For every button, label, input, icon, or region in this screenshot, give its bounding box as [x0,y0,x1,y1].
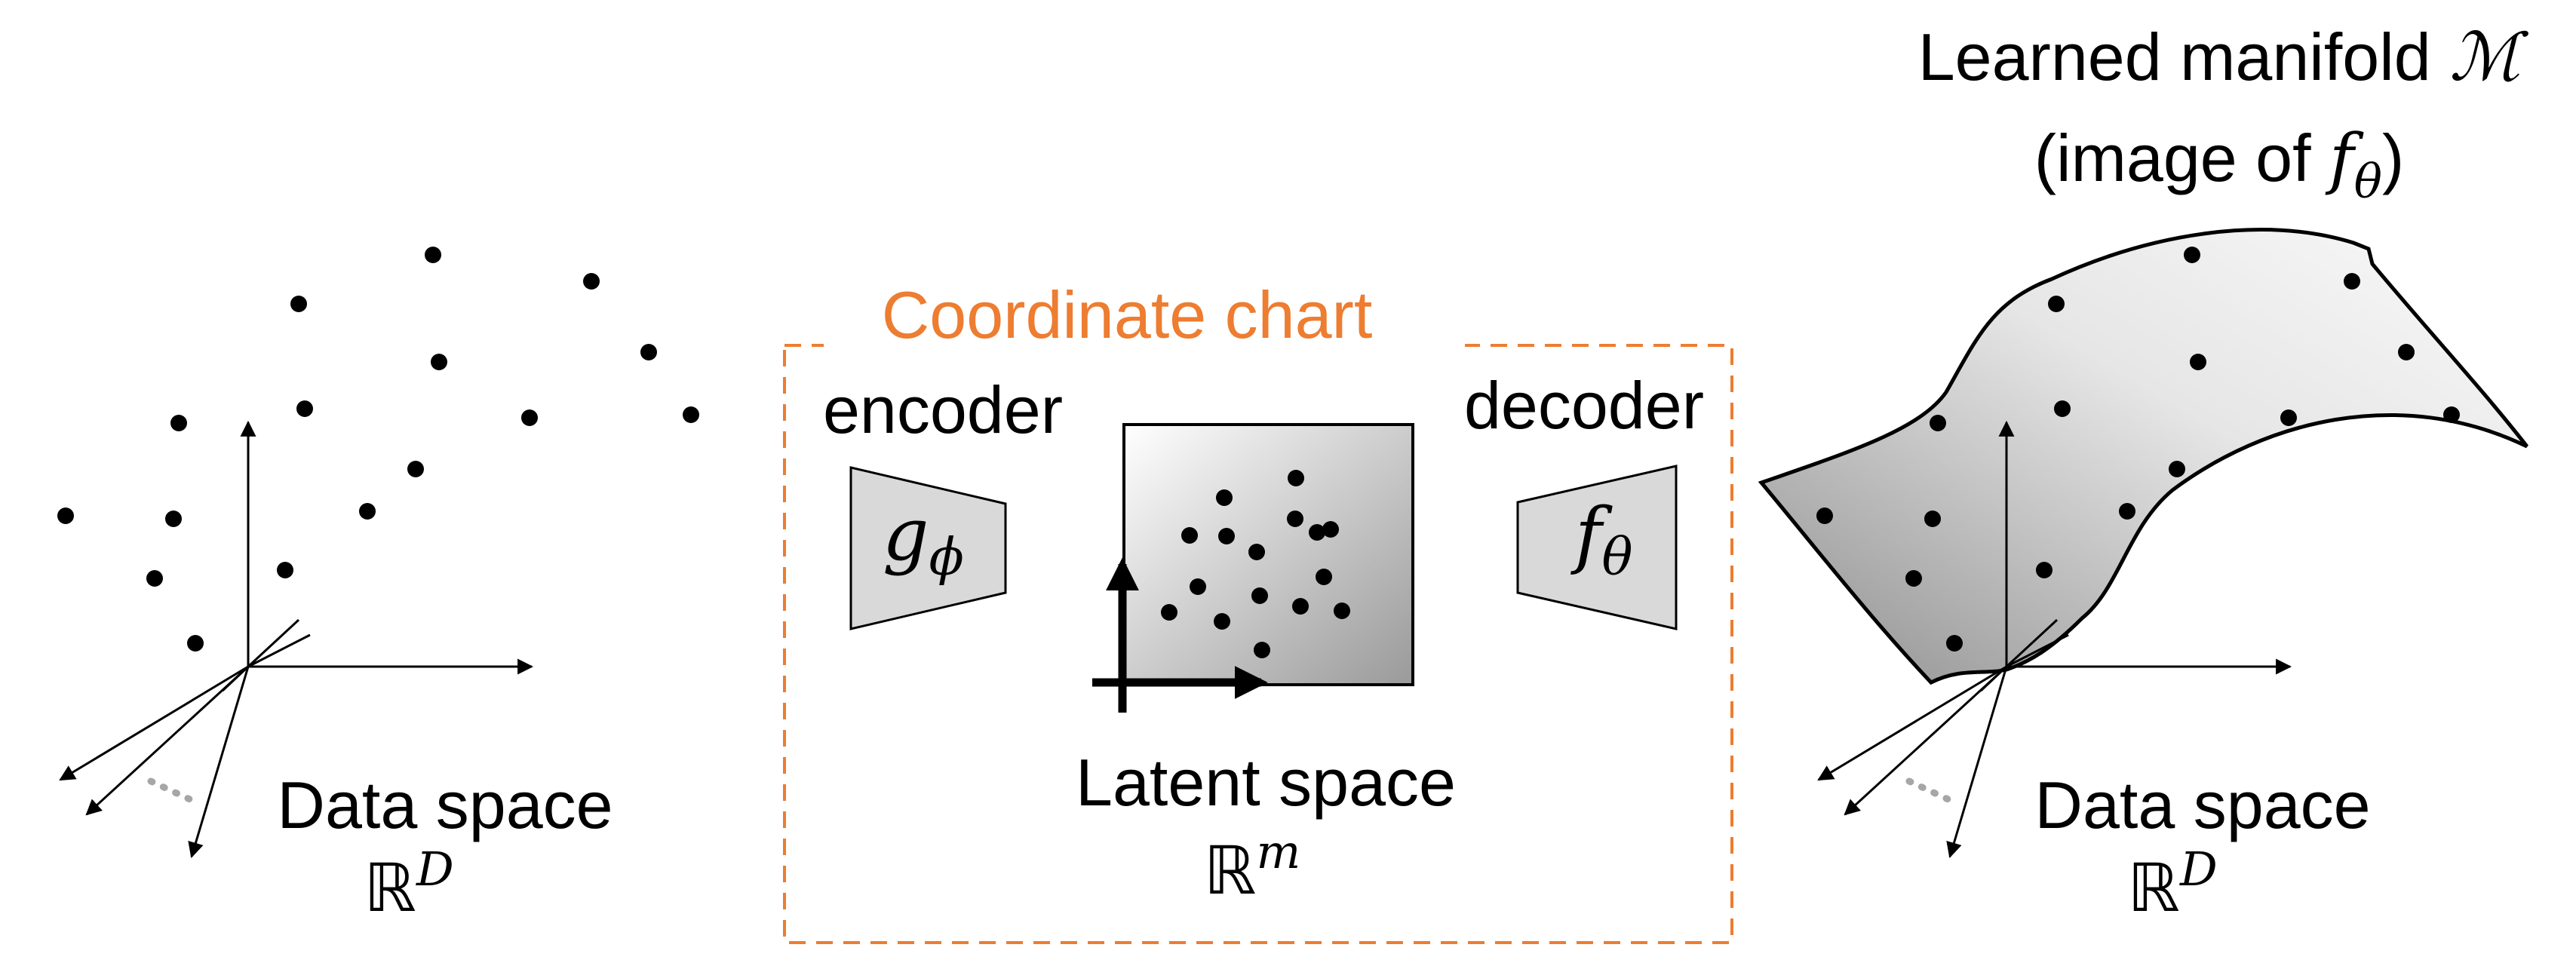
right-manifold: Learned manifold ℳ (image of fθ) [1758,18,2528,927]
latent-point [1288,470,1304,486]
decoder-label: decoder [1464,368,1704,443]
axis-diagonal [1817,665,2007,781]
manifold-point [2443,406,2460,423]
axis-short [1979,665,2008,692]
encoder-trapezoid [849,466,1007,630]
coordinate-chart: Coordinate chart encoder gϕ [783,278,1733,944]
latent-point [1251,587,1268,604]
left-data-space: Data space ℝD [57,247,699,927]
data-point [407,461,424,477]
manifold-surface [1758,228,2528,685]
latent-point [1214,613,1230,630]
latent-points [1161,470,1350,658]
manifold-point [2190,354,2206,370]
latent-point [1287,511,1303,527]
latent-axes [1092,557,1268,713]
latent-point [1334,603,1350,619]
latent-box [1122,423,1414,686]
manifold-point [1924,511,1941,527]
data-point [187,635,204,652]
manifold-point [2344,273,2360,290]
axis-short [247,618,300,668]
data-space-right-symbol: ℝD [2127,842,2217,927]
latent-point [1181,527,1198,544]
encoder-label: encoder [823,373,1063,447]
manifold-point [2054,400,2071,417]
chart-title-mask [824,309,1465,370]
latent-point [1161,604,1177,621]
manifold-subtitle: (image of fθ) [2034,119,2405,209]
axis-short [2005,618,2059,668]
manifold-point [2119,503,2135,520]
data-point [165,511,182,527]
data-point [521,409,538,426]
data-point [296,400,313,417]
ellipsis-dots [147,777,197,805]
manifold-point [1816,507,1833,524]
manifold-point [1946,635,1963,652]
decoder-trapezoid [1516,465,1678,630]
data-point [57,507,74,524]
manifold-point [2280,409,2297,426]
data-point [425,247,441,263]
data-point [146,570,163,587]
manifold-point [1930,415,1946,431]
latent-point [1254,642,1270,658]
latent-point [1248,544,1265,560]
data-space-right-label: Data space [2034,768,2370,842]
latent-point [1309,524,1325,541]
manifold-point [2184,247,2200,263]
manifold-points [1816,247,2460,652]
manifold-point [1905,570,1922,587]
axis-diagonal [1844,665,2008,816]
axis-diagonal [188,666,250,859]
left-axes [59,420,534,859]
manifold-point [2398,344,2415,360]
left-data-points [57,247,699,652]
right-axes [1817,420,2292,859]
latent-point [1292,598,1309,615]
latent-point [1190,578,1206,595]
latent-point [1316,569,1332,585]
latent-point [1216,489,1233,506]
manifold-point [2048,296,2065,312]
latent-space-symbol: ℝm [1204,824,1301,909]
data-point [640,344,657,360]
data-space-left-label: Data space [277,768,613,842]
axis-diagonal [1946,666,2008,859]
axis-diagonal [85,665,250,816]
axis-short [247,633,311,668]
latent-space-label: Latent space [1076,745,1456,820]
data-point [583,273,600,290]
data-point [359,503,376,520]
data-point [683,406,699,423]
axis-diagonal [59,665,249,781]
data-point [170,415,187,431]
axis-short [2006,633,2069,668]
data-point [431,354,447,370]
axis-short [221,665,250,692]
data-point [290,296,307,312]
chart-title: Coordinate chart [882,278,1373,352]
manifold-point [2169,461,2185,477]
manifold-title: Learned manifold ℳ [1918,18,2528,96]
data-point [277,562,293,578]
data-space-left-symbol: ℝD [364,842,453,927]
encoder-symbol: gϕ [883,492,964,587]
latent-point [1218,528,1235,544]
ellipsis-dots [1905,777,1955,805]
manifold-point [2036,562,2053,578]
latent-point [1322,521,1339,538]
